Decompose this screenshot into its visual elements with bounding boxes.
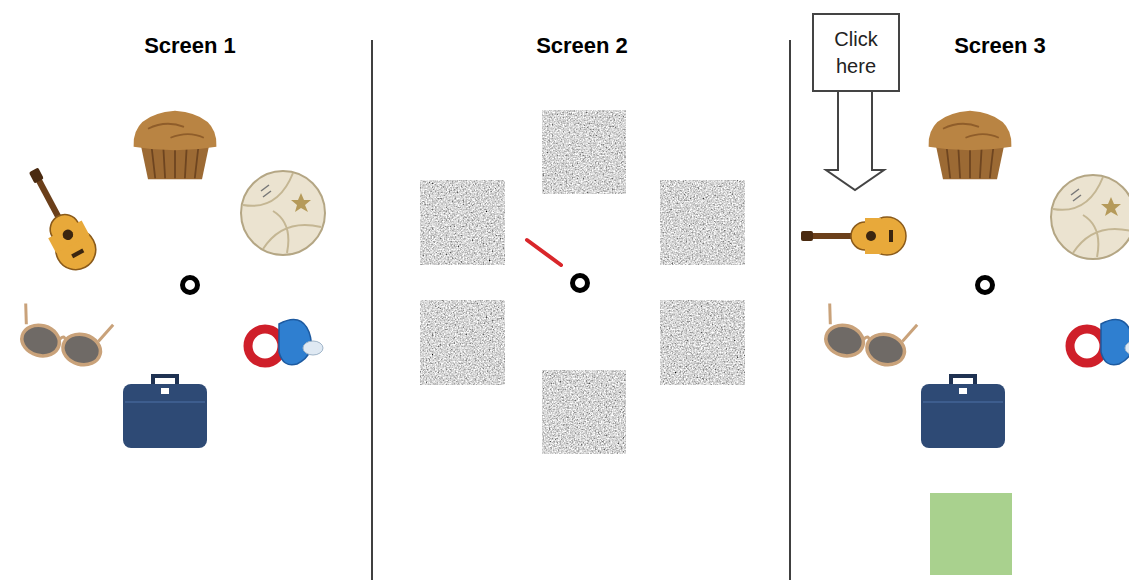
muffin-image [134, 111, 217, 179]
noise-mask [420, 180, 505, 265]
panel-divider [789, 40, 791, 580]
noise-mask [660, 300, 745, 385]
guitar-image [16, 161, 103, 277]
noise-mask [542, 110, 626, 194]
guitar-image [801, 217, 906, 255]
panel-title: Screen 3 [954, 33, 1046, 59]
callout-box: Click here [812, 13, 900, 92]
callout-text: Click here [818, 26, 894, 80]
response-square [930, 493, 1012, 575]
fixation-point [573, 276, 588, 291]
pacifier-image [248, 320, 323, 365]
sunglasses-image [818, 301, 918, 372]
panel-title: Screen 2 [536, 33, 628, 59]
muffin-image [929, 111, 1012, 179]
panel-title: Screen 1 [144, 33, 236, 59]
fixation-point [183, 278, 198, 293]
panel-divider [371, 40, 373, 580]
noise-mask [420, 300, 505, 385]
ball-image [241, 171, 325, 255]
suitcase-image [921, 376, 1005, 448]
fixation-point [978, 278, 993, 293]
retro-cue [527, 240, 561, 265]
pacifier-image [1070, 320, 1129, 365]
sunglasses-image [14, 301, 114, 372]
ball-image [1051, 175, 1129, 259]
callout-arrow [826, 90, 884, 190]
noise-mask [660, 180, 745, 265]
suitcase-image [123, 376, 207, 448]
noise-mask [542, 370, 626, 454]
